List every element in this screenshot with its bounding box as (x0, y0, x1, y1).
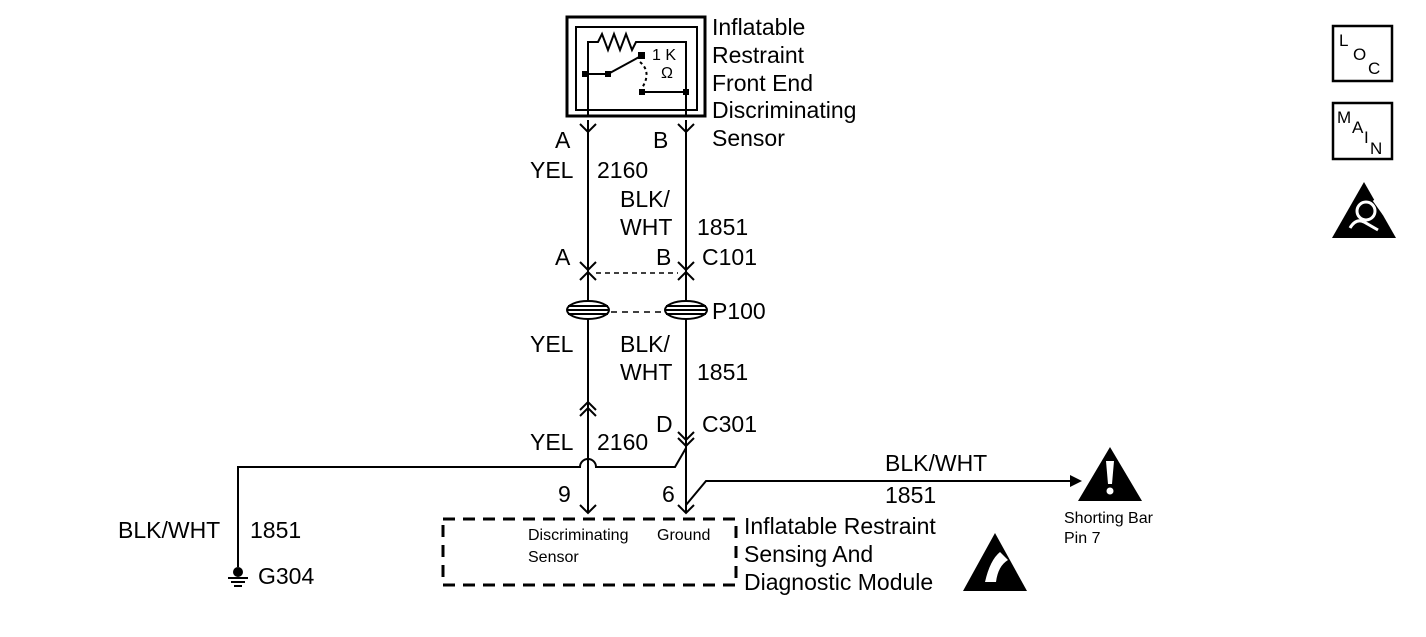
sensor-pin-b: B (653, 127, 668, 153)
module-title-line-3: Diagnostic Module (744, 569, 933, 595)
c301-name: C301 (702, 411, 757, 437)
ground-symbol-g304[interactable] (228, 567, 248, 587)
ground-wire-circuit: 1851 (250, 517, 301, 543)
loc-icon-c: C (1368, 59, 1380, 78)
module-pin-6-terminal (677, 504, 695, 515)
connector-c301[interactable] (677, 431, 695, 448)
c101-name: C101 (702, 244, 757, 270)
wire-yel-circuit-upper: 2160 (597, 157, 648, 183)
discriminating-sensor[interactable]: 1 K Ω (565, 15, 707, 118)
wire-yel-color-mid: YEL (530, 331, 574, 357)
sensor-title-line-3: Front End (712, 70, 813, 96)
switch-actuator-arc (639, 61, 648, 89)
c101-pin-a: A (555, 244, 571, 270)
connector-c101[interactable] (579, 261, 695, 281)
switch-contact-4 (639, 89, 645, 95)
shorting-wire-color: BLK/WHT (885, 450, 987, 476)
module-pin9-label-2: Sensor (528, 549, 579, 566)
module-pin-6: 6 (662, 481, 675, 507)
sensing-module-box[interactable] (441, 517, 738, 587)
airbag-warning-icon[interactable] (1332, 182, 1396, 238)
module-pin-9-terminal (579, 504, 597, 515)
loc-icon[interactable]: L O C (1331, 24, 1394, 83)
switch-contact-3 (638, 52, 645, 59)
resistor-value: 1 K (652, 47, 676, 64)
main-icon[interactable]: M A I N (1331, 101, 1394, 161)
sensor-inner-box (575, 26, 698, 111)
yel-inline-connector[interactable] (579, 400, 597, 417)
wire-blkwht-color-mid-1: BLK/ (620, 331, 670, 357)
module-pin6-label: Ground (657, 527, 710, 544)
warning-icon[interactable] (1078, 447, 1142, 501)
p100-name: P100 (712, 298, 766, 324)
wire-blkwht-color-upper-1: BLK/ (620, 186, 670, 212)
wire-blkwht-circuit-mid: 1851 (697, 359, 748, 385)
ground-wire-color: BLK/WHT (118, 517, 220, 543)
esd-sensitive-icon[interactable] (963, 533, 1027, 591)
sensor-title-line-1: Inflatable (712, 14, 805, 40)
loc-icon-o: O (1353, 45, 1366, 64)
module-pin9-label-1: Discriminating (528, 527, 628, 544)
wire-blkwht-shorting[interactable] (685, 475, 1082, 506)
c101-pin-b: B (656, 244, 671, 270)
wire-blkwht-ground[interactable] (237, 447, 687, 567)
loc-icon-l: L (1339, 31, 1348, 50)
wire-yel-circuit-lower: 2160 (597, 429, 648, 455)
sensor-title-line-4: Discriminating (712, 97, 856, 123)
resistor-unit: Ω (661, 65, 673, 82)
sensor-pin-b-terminal (677, 123, 695, 134)
sensor-title-line-2: Restraint (712, 42, 805, 68)
sensor-outer-box (565, 15, 707, 118)
main-icon-n: N (1370, 139, 1382, 158)
shorting-bar-label-1: Shorting Bar (1064, 510, 1154, 527)
shorting-wire-circuit: 1851 (885, 482, 936, 508)
wire-blkwht-color-mid-2: WHT (620, 359, 672, 385)
sensor-pin-a: A (555, 127, 571, 153)
sensor-pin-a-terminal (579, 123, 597, 134)
switch-blade (607, 55, 642, 75)
main-icon-m: M (1337, 108, 1351, 127)
ground-name: G304 (258, 563, 314, 589)
shorting-bar-label-2: Pin 7 (1064, 530, 1101, 547)
sensor-title-line-5: Sensor (712, 125, 785, 151)
wire-yel-color-lower: YEL (530, 429, 574, 455)
resistor-symbol (587, 31, 687, 90)
wire-blkwht-color-upper-2: WHT (620, 214, 672, 240)
wire-blkwht-circuit-upper: 1851 (697, 214, 748, 240)
main-icon-a: A (1352, 118, 1364, 137)
passthrough-p100[interactable] (566, 300, 708, 320)
module-pin-9: 9 (558, 481, 571, 507)
module-title-line-2: Sensing And (744, 541, 873, 567)
wire-yel-color-upper: YEL (530, 157, 574, 183)
switch-contact-1 (582, 71, 588, 77)
c301-pin-d: D (656, 411, 673, 437)
main-icon-i: I (1364, 128, 1369, 147)
module-title-line-1: Inflatable Restraint (744, 513, 936, 539)
